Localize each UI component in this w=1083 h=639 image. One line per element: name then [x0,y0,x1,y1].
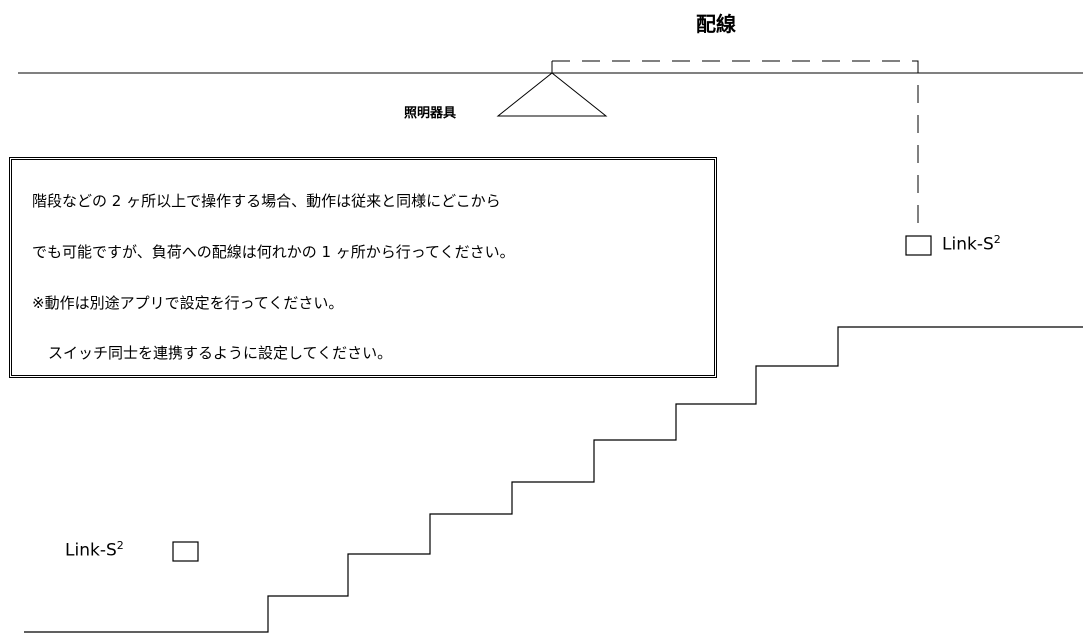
upper-switch-icon [905,235,932,256]
fixture-label: 照明器具 [404,106,457,121]
note-line: スイッチ同士を連携するように設定してください。 [48,344,393,362]
switch-name: Link-S [65,540,117,561]
note-box: 階段などの 2 ヶ所以上で操作する場合、動作は従来と同様にどこから でも可能です… [9,157,717,378]
staircase [24,326,1083,633]
lower-switch-label: Link-S2 [65,539,124,561]
note-line: 階段などの 2 ヶ所以上で操作する場合、動作は従来と同様にどこから [32,192,501,210]
switch-name: Link-S [942,234,994,255]
lower-switch-icon [172,541,199,562]
diagram-title: 配線 [696,12,736,36]
note-line: でも可能ですが、負荷への配線は何れかの 1 ヶ所から行ってください。 [32,243,515,261]
light-fixture-icon [496,72,608,117]
dashed-wiring [552,60,919,225]
switch-superscript: 2 [116,539,124,552]
note-line: ※動作は別途アプリで設定を行ってください。 [32,294,344,312]
switch-superscript: 2 [993,233,1001,246]
upper-switch-label: Link-S2 [942,233,1001,255]
